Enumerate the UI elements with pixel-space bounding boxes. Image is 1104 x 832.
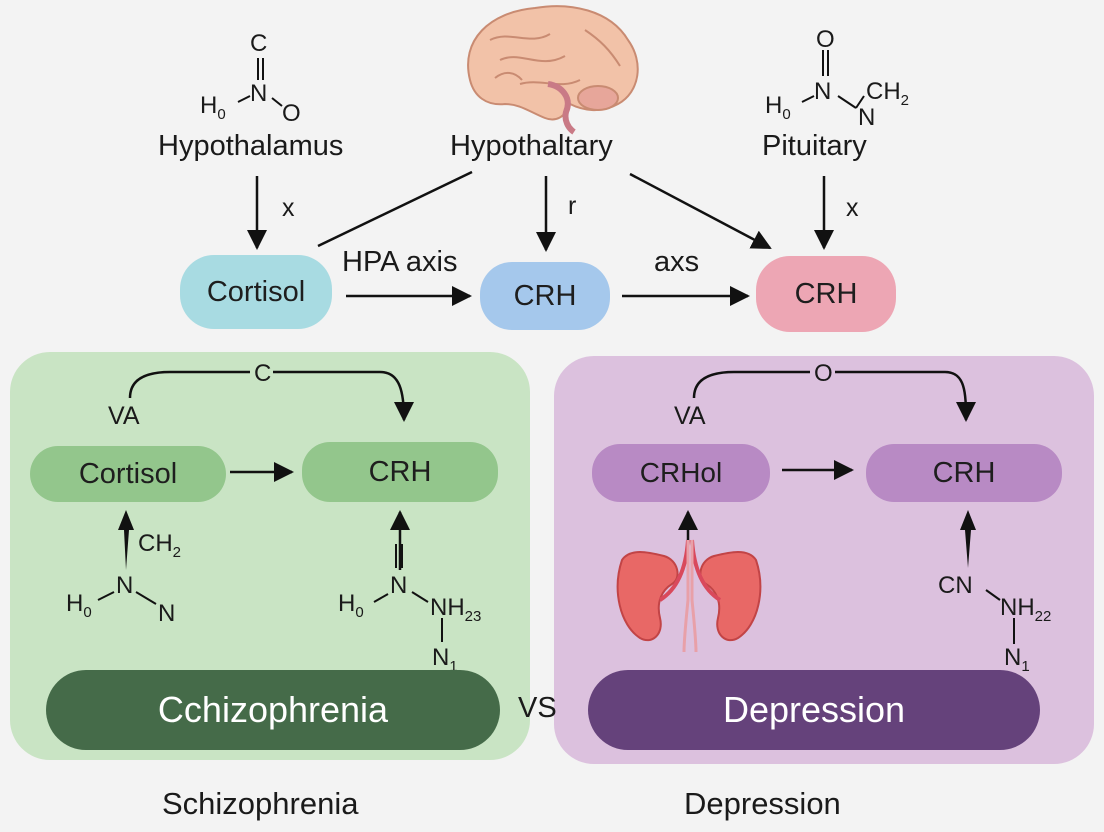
arrow-hypothaltary-crh-pink <box>629 172 772 250</box>
chem-c-cn: CN <box>938 572 973 599</box>
schizophrenia-banner: Cchizophrenia <box>46 670 500 750</box>
va-label-right: VA <box>674 402 706 430</box>
chem-c-n1: N1 <box>1004 644 1030 675</box>
arrow-label-x-left: x <box>282 194 295 222</box>
chem-a-h: H0 <box>66 590 92 621</box>
wedge-arrow-c <box>960 510 976 568</box>
chem-right-n2: N <box>858 104 876 131</box>
chem-c-nh: NH22 <box>1000 594 1052 625</box>
chem-right-n: N <box>814 78 832 105</box>
crh-node-blue: CRH <box>480 262 610 330</box>
arrow-label-r: r <box>568 192 577 220</box>
chem-a-n: N <box>116 572 134 599</box>
chem-right-h: H0 <box>765 92 791 123</box>
chem-right-o: O <box>816 26 835 53</box>
chem-b-n1: N1 <box>432 644 458 675</box>
pituitary-label: Pituitary <box>762 130 867 162</box>
va-label-left: VA <box>108 402 140 430</box>
loop-arrow-right <box>692 370 966 420</box>
line-hypothaltary-cortisol <box>317 170 473 248</box>
crh-node-pink: CRH <box>756 256 896 332</box>
crh-node-green: CRH <box>302 442 498 502</box>
depression-title: Depression <box>684 786 841 821</box>
chem-a-ch: CH2 <box>138 530 182 561</box>
arrow-label-x-right: x <box>846 194 859 222</box>
vs-label: VS <box>518 692 557 724</box>
crhol-node: CRHol <box>592 444 770 502</box>
cortisol-node-green: Cortisol <box>30 446 226 502</box>
loop-arrow-left <box>128 370 404 420</box>
chem-b-h: H0 <box>338 590 364 621</box>
wedge-arrow-a <box>118 510 134 570</box>
hpa-axis-label: HPA axis <box>342 246 458 278</box>
axs-label: axs <box>654 246 700 278</box>
chem-b-nh: NH23 <box>430 594 482 625</box>
chem-left-n: N <box>250 80 268 107</box>
depression-banner: Depression <box>588 670 1040 750</box>
loop-label-c: C <box>252 360 274 388</box>
chem-a-n2: N <box>158 600 176 627</box>
chem-left-o: O <box>282 100 301 127</box>
brain-icon <box>467 5 639 135</box>
kidneys-icon <box>616 539 762 653</box>
cortisol-node-top: Cortisol <box>180 255 332 329</box>
hypothaltary-label: Hypothaltary <box>450 130 613 162</box>
loop-label-o: O <box>812 360 835 388</box>
chem-b-n: N <box>390 572 408 599</box>
hypothalamus-label: Hypothalamus <box>158 130 344 162</box>
chem-right-ch: CH2 <box>866 78 910 109</box>
crh-node-purple: CRH <box>866 444 1062 502</box>
chem-left-c: C <box>250 30 268 57</box>
schizophrenia-title: Schizophrenia <box>162 786 359 821</box>
chem-left-h: H0 <box>200 92 226 123</box>
